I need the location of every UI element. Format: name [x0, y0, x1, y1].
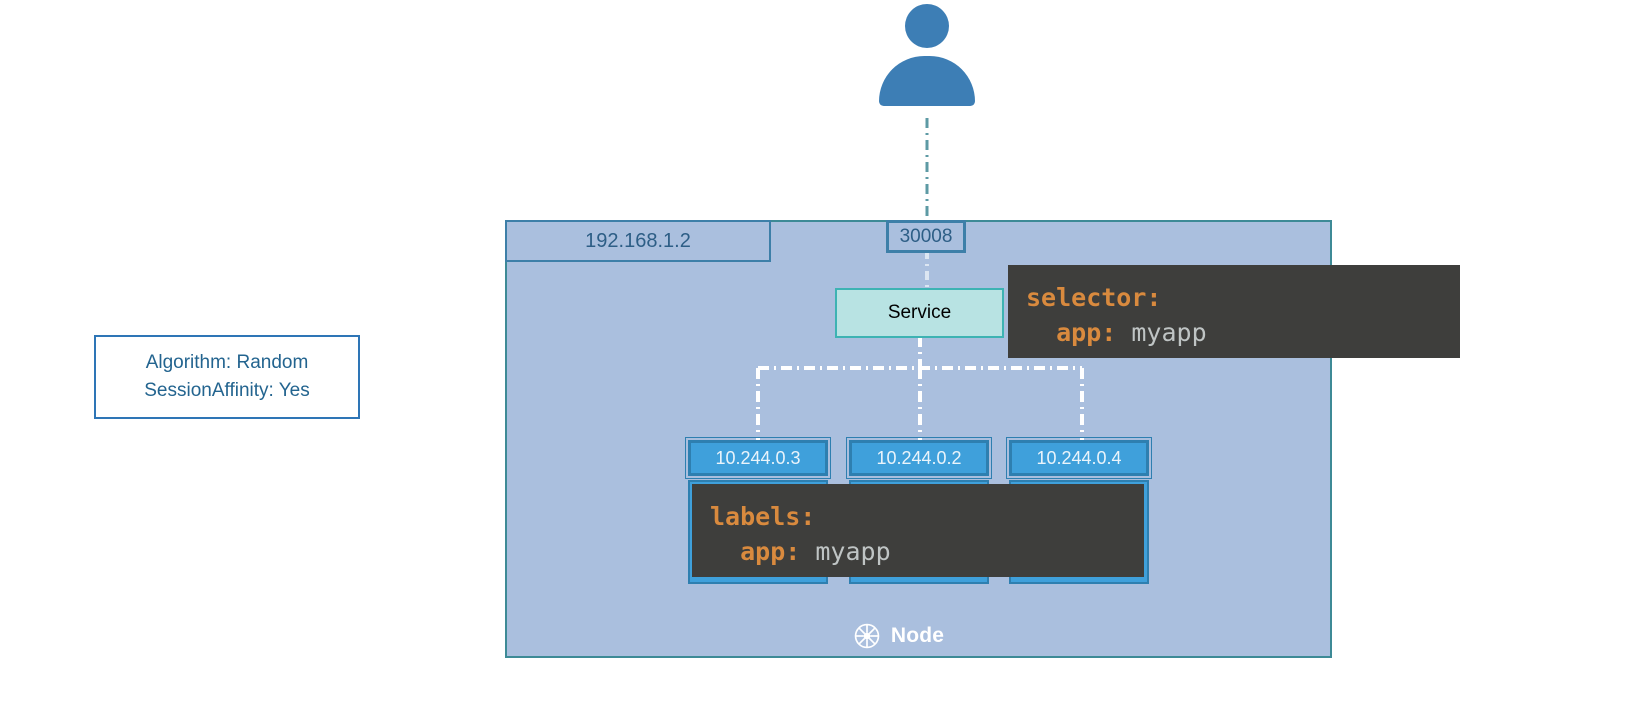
selector-child-value: myapp: [1131, 317, 1207, 347]
person-body-icon: [879, 56, 975, 106]
person-head-icon: [905, 4, 949, 48]
connector-user-to-nodeport: [925, 118, 929, 226]
session-affinity-line: SessionAffinity: Yes: [144, 380, 310, 401]
service-label: Service: [887, 302, 952, 323]
algorithm-line: Algorithm: Random: [145, 352, 309, 374]
selector-key: selector:: [1026, 283, 1162, 312]
connector-service-to-pods: [756, 336, 1084, 452]
labels-key: labels:: [710, 502, 816, 531]
node-label: Node: [890, 624, 945, 647]
pod-ip-label: 10.244.0.3: [715, 447, 801, 468]
pod-ip-box: 10.244.0.2: [846, 437, 992, 479]
node-footer: Node: [818, 614, 978, 658]
kubernetes-wheel-icon: [854, 623, 880, 649]
labels-child-value: myapp: [815, 536, 891, 566]
host-ip-label: 192.168.1.2: [585, 229, 691, 252]
pod-ip-label: 10.244.0.4: [1036, 447, 1122, 468]
algorithm-legend-box: Algorithm: Random SessionAffinity: Yes: [94, 335, 360, 419]
labels-child-key: app:: [740, 536, 801, 566]
service-box: Service: [835, 288, 1004, 338]
selector-child-key: app:: [1056, 317, 1117, 347]
connector-nodeport-to-service: [925, 250, 929, 292]
person-icon: [879, 4, 975, 106]
node-port-label: 30008: [899, 225, 953, 247]
labels-callout: labels: app: myapp: [692, 484, 1144, 577]
pod-ip-box: 10.244.0.3: [685, 437, 831, 479]
pod-ip-label: 10.244.0.2: [876, 447, 962, 468]
selector-callout: selector: app: myapp: [1008, 265, 1460, 358]
pod-ip-box: 10.244.0.4: [1006, 437, 1152, 479]
node-port-box: 30008: [886, 220, 966, 253]
host-ip-box: 192.168.1.2: [505, 220, 771, 262]
